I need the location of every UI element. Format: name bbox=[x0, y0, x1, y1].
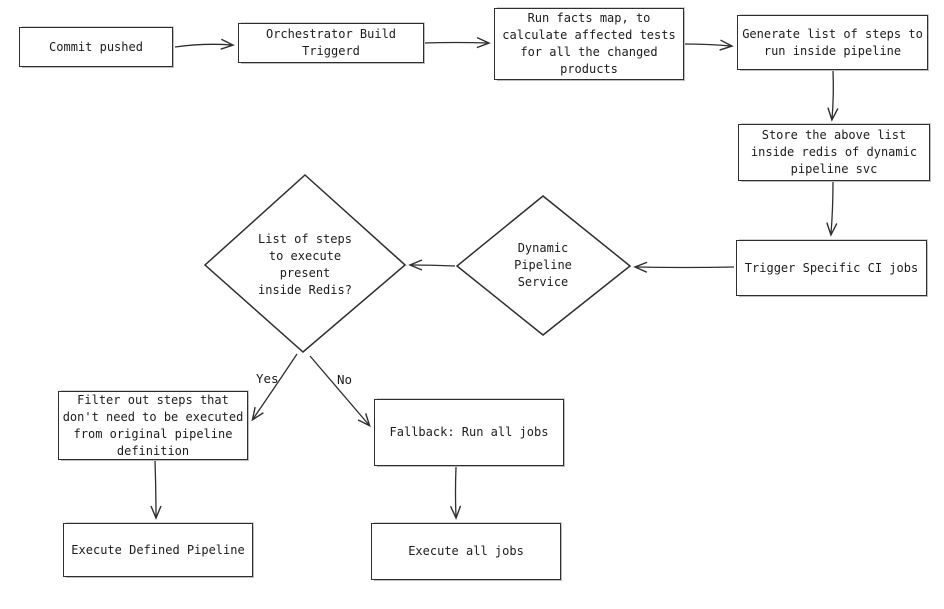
edge-commit-to-orchestrator bbox=[174, 38, 235, 50]
edge-orchestrator-to-facts bbox=[423, 37, 491, 49]
node-run-facts-map: Run facts map, to calculate affected tes… bbox=[494, 8, 684, 80]
node-orchestrator-build-triggered: Orchestrator Build Triggerd bbox=[238, 23, 424, 63]
node-execute-all-jobs: Execute all jobs bbox=[371, 523, 561, 580]
decision-redis-check-label: List of steps to execute present inside … bbox=[258, 232, 352, 297]
node-fallback-run-all-jobs: Fallback: Run all jobs bbox=[374, 399, 564, 466]
edge-filter-to-execute-defined bbox=[150, 460, 162, 520]
decision-dynamic-pipeline-service-shape bbox=[455, 195, 632, 336]
edge-facts-to-generate bbox=[683, 39, 734, 51]
node-execute-defined-pipeline: Execute Defined Pipeline bbox=[63, 523, 253, 577]
edge-fallback-to-execute-all bbox=[449, 466, 462, 520]
node-generate-steps-list: Generate list of steps to run inside pip… bbox=[737, 15, 928, 70]
node-commit-pushed: Commit pushed bbox=[19, 27, 173, 67]
edge-no-branch bbox=[309, 355, 371, 428]
edge-generate-to-store bbox=[827, 70, 839, 122]
label-yes-branch: Yes bbox=[256, 371, 279, 386]
decision-redis-check-shape bbox=[203, 173, 407, 353]
decision-dynamic-pipeline-service-label: Dynamic Pipeline Service bbox=[514, 241, 572, 289]
edge-trigger-to-dps bbox=[633, 261, 735, 273]
node-store-list-redis: Store the above list inside redis of dyn… bbox=[738, 124, 930, 181]
label-no-branch: No bbox=[337, 372, 353, 387]
node-trigger-specific-ci-jobs: Trigger Specific CI jobs bbox=[736, 240, 927, 296]
edge-store-to-trigger bbox=[826, 181, 838, 237]
edge-yes-branch bbox=[251, 353, 298, 422]
node-filter-out-steps: Filter out steps that don't need to be e… bbox=[58, 391, 248, 460]
edge-dps-to-redis-check bbox=[408, 259, 456, 271]
